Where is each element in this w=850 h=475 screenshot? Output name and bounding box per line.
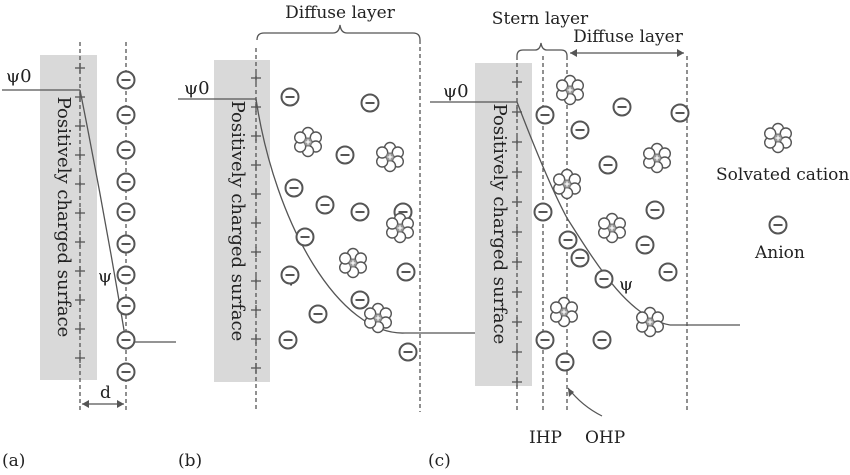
- anion-icon: [635, 235, 655, 255]
- anion-icon: [570, 248, 590, 268]
- anion-icon: [278, 330, 298, 350]
- panel-a: Positively charged surface ψ0 ψ d (a): [2, 42, 176, 471]
- legend-anion-label: Anion: [754, 243, 805, 263]
- anion-icon: [116, 140, 136, 160]
- solvated-cation-icon: [376, 141, 404, 173]
- anion-icon: [594, 269, 614, 289]
- panel-tag-c: (c): [428, 451, 451, 471]
- surface-label-b: Positively charged surface: [227, 101, 248, 342]
- solvated-cation-icon: [553, 168, 581, 200]
- surface-charges-b: [251, 73, 261, 373]
- surface-charges-a: [75, 63, 85, 363]
- diffuse-label-b: Diffuse layer: [285, 3, 396, 23]
- panel-tag-b: (b): [178, 451, 202, 471]
- panel-tag-a: (a): [2, 451, 25, 471]
- solvated-cation-icon: [643, 142, 671, 174]
- anion-icon: [555, 352, 575, 372]
- anion-icon: [280, 265, 300, 285]
- anion-icon: [598, 155, 618, 175]
- anion-icon: [116, 296, 136, 316]
- legend-cation-label: Solvated cation: [716, 165, 849, 185]
- anion-icon: [558, 230, 578, 250]
- anion-icon: [396, 262, 416, 282]
- distance-label-a: d: [100, 383, 111, 403]
- anion-icon: [612, 97, 632, 117]
- anion-icon: [295, 227, 315, 247]
- psi0-label-c: ψ0: [443, 81, 469, 102]
- diffuse-label-c: Diffuse layer: [573, 27, 684, 47]
- solvated-cation-icon: [550, 296, 578, 328]
- anion-icon: [658, 262, 678, 282]
- psi0-label-b: ψ0: [184, 78, 210, 99]
- anion-icon: [284, 178, 304, 198]
- solvated-cation-icon: [294, 126, 322, 158]
- anion-icon: [116, 105, 136, 125]
- anion-icon: [116, 172, 136, 192]
- surface-b: [214, 60, 270, 382]
- psi-label-a: ψ: [98, 266, 112, 287]
- anion-icon: [116, 70, 136, 90]
- surface-label-c: Positively charged surface: [489, 104, 510, 345]
- legend-cation-icon: [764, 122, 792, 154]
- ions-c: [533, 74, 690, 372]
- anion-icon: [360, 93, 380, 113]
- psi0-label-a: ψ0: [6, 66, 32, 87]
- anion-icon: [645, 200, 665, 220]
- anion-icon: [335, 145, 355, 165]
- anion-icon: [350, 202, 370, 222]
- surface-a: [40, 55, 97, 380]
- anion-icon: [535, 330, 555, 350]
- anion-icon: [592, 330, 612, 350]
- anion-icon: [116, 362, 136, 382]
- ihp-label-c: IHP: [529, 428, 562, 448]
- panel-b: Diffuse layer Positively charged surface…: [178, 3, 475, 471]
- solvated-cation-icon: [556, 74, 584, 106]
- psi-label-c: ψ: [619, 274, 633, 295]
- solvated-cation-icon: [364, 302, 392, 334]
- anion-icon: [670, 103, 690, 123]
- solvated-cation-icon: [636, 306, 664, 338]
- legend: Solvated cation Anion: [716, 122, 849, 263]
- solvated-cation-icon: [339, 247, 367, 279]
- anion-icon: [116, 234, 136, 254]
- anion-icon: [315, 195, 335, 215]
- anion-icon: [280, 87, 300, 107]
- anion-icon: [116, 330, 136, 350]
- anion-icon: [570, 120, 590, 140]
- anion-icon: [398, 342, 418, 362]
- solvated-cation-icon: [598, 212, 626, 244]
- anion-icon: [308, 304, 328, 324]
- ions-b: [278, 87, 418, 362]
- solvated-cation-icon: [386, 212, 414, 244]
- ohp-label-c: OHP: [585, 428, 625, 448]
- anion-icon: [116, 202, 136, 222]
- anion-icon: [350, 290, 370, 310]
- anion-icon: [116, 265, 136, 285]
- legend-anion-icon: [768, 215, 788, 235]
- panel-c: Stern layer Diffuse layer Positively cha…: [428, 9, 740, 471]
- surface-label-a: Positively charged surface: [53, 97, 74, 338]
- stern-label-c: Stern layer: [492, 9, 589, 29]
- anion-icon: [535, 105, 555, 125]
- anion-icon: [533, 202, 553, 222]
